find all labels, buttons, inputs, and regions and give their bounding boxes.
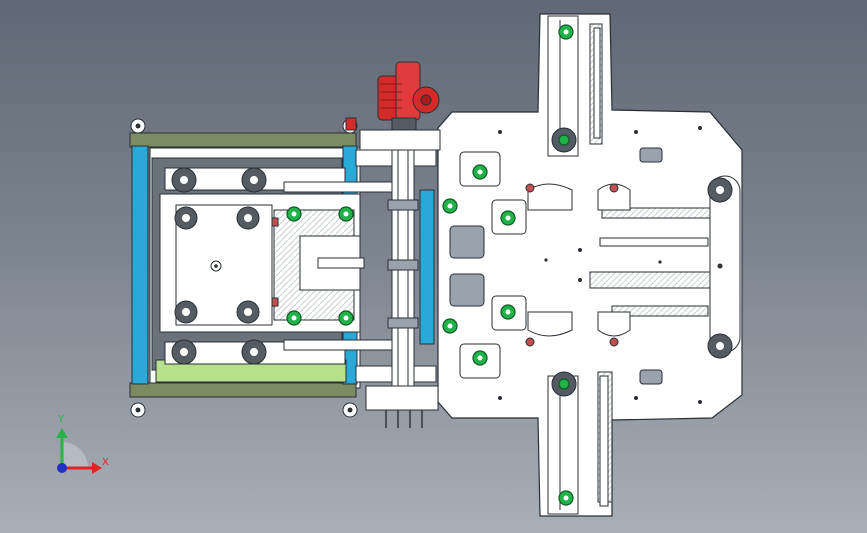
main-base-plate xyxy=(437,13,743,517)
right-pulley-arm xyxy=(709,175,741,353)
frame-bar-bottom xyxy=(129,382,357,398)
shaft-bottom-block xyxy=(365,385,439,411)
y-axis-label: Y xyxy=(58,414,65,425)
axis-triad-icon xyxy=(56,428,102,474)
guide-rail-bottom xyxy=(611,305,709,317)
plate-cutout-upper xyxy=(449,225,485,259)
blue-rail-left xyxy=(131,145,149,385)
lower-slide-column xyxy=(547,375,579,515)
x-axis-label: X xyxy=(102,457,109,468)
plate-cutout-lower xyxy=(449,273,485,307)
blue-rail-center xyxy=(419,189,435,345)
drive-shaft-assembly xyxy=(345,117,441,428)
frame-bar-top xyxy=(129,132,357,148)
motor-icon xyxy=(377,61,440,131)
guide-rail-mid xyxy=(589,271,711,289)
